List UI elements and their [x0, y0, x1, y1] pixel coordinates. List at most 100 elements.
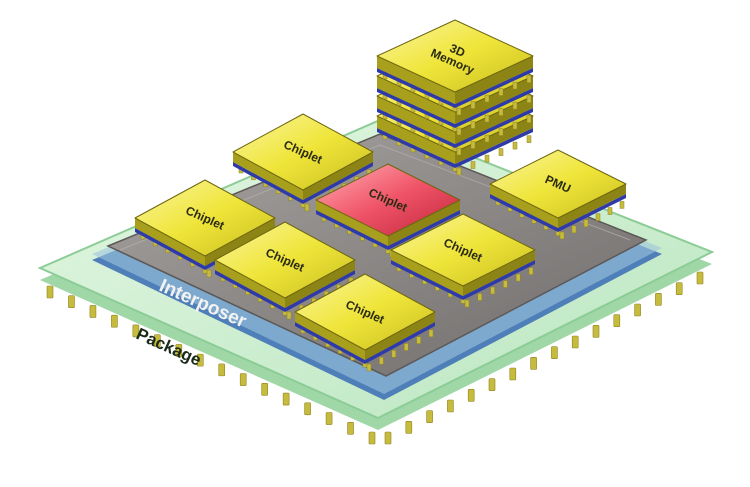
package-pin: [154, 334, 161, 347]
package-pin: [551, 346, 558, 359]
chip-side: [377, 96, 455, 144]
solder-bump: [512, 121, 518, 130]
package-pin: [509, 367, 517, 381]
solder-bump: [456, 167, 462, 176]
package-pin: [426, 410, 433, 423]
package-pin: [175, 344, 183, 357]
chip-top: [214, 221, 356, 299]
chip-layer: ChipletPMUChipletChipletChipletChipletCh…: [134, 19, 627, 372]
solder-bump: [304, 203, 310, 212]
package-pin: [368, 431, 376, 445]
package-pin: [347, 421, 354, 435]
solder-bump: [416, 336, 421, 344]
solder-bump: [484, 114, 490, 123]
package-pin: [592, 325, 600, 338]
chip-side: [316, 200, 388, 246]
package-pin: [405, 421, 413, 434]
chip-side: [135, 218, 205, 266]
solder-bump: [456, 107, 462, 116]
package-pin: [218, 363, 226, 377]
solder-bump: [490, 286, 495, 295]
solder-bump: [498, 148, 504, 156]
chip-side: [215, 260, 285, 308]
solder-bump: [477, 293, 483, 301]
chip-top: [134, 179, 276, 257]
package-pin: [655, 293, 662, 306]
chip-top: [232, 113, 374, 191]
package-pin: [325, 412, 333, 425]
chip-top: [390, 213, 536, 287]
package-pin: [675, 282, 683, 295]
solder-bump: [464, 299, 470, 308]
package-pin: [132, 324, 140, 338]
solder-bump: [619, 201, 625, 209]
package-pin: [530, 357, 537, 370]
package-pin: [196, 353, 204, 367]
solder-bump: [526, 135, 532, 143]
package-pin: [384, 431, 392, 445]
package-pin: [488, 378, 496, 391]
solder-bump: [428, 329, 434, 338]
chip-top: [376, 19, 534, 93]
chip-side: [391, 250, 463, 296]
solder-bump: [526, 115, 532, 123]
solder-bump: [456, 127, 462, 136]
solder-bump: [607, 207, 613, 215]
package-pin: [68, 295, 75, 309]
solder-bump: [571, 225, 577, 234]
memory-layer-4-label: 3D: [448, 41, 468, 60]
solder-bump: [470, 101, 476, 109]
solder-bump: [484, 94, 490, 103]
chip-top: [489, 149, 627, 219]
package-pin: [613, 314, 621, 327]
solder-bump: [470, 161, 476, 169]
package-pin: [111, 314, 118, 328]
package-pin: [89, 305, 97, 318]
solder-bump: [470, 121, 476, 129]
package-pin: [467, 389, 475, 402]
solder-bump: [526, 75, 532, 83]
solder-bump: [379, 356, 384, 365]
solder-bump: [403, 343, 409, 351]
chip-side: [455, 56, 533, 104]
chip-side: [463, 250, 535, 296]
chiplet-right: Chiplet: [390, 213, 536, 308]
pmu-chip: PMU: [489, 149, 627, 240]
solder-bump: [526, 95, 532, 103]
chip-side: [295, 312, 365, 360]
solder-bump: [484, 134, 490, 143]
solder-bump: [391, 350, 397, 358]
chip-side: [233, 152, 303, 200]
solder-bump: [484, 154, 490, 163]
chip-side: [490, 184, 558, 228]
solder-bump: [512, 141, 518, 150]
solder-bump: [286, 311, 292, 320]
package-pin: [696, 271, 704, 285]
package-pin: [447, 399, 454, 413]
chip-side: [377, 76, 455, 124]
package-pin: [239, 373, 247, 386]
solder-bump: [515, 273, 521, 282]
chiplet-middle: Chiplet: [214, 221, 356, 320]
solder-bump: [498, 88, 504, 96]
chip-side: [388, 200, 460, 246]
solder-bump: [498, 128, 504, 136]
chiplet-left: Chiplet: [134, 179, 276, 278]
solder-bump: [498, 108, 504, 116]
chip-side: [558, 184, 626, 228]
solder-bump: [366, 363, 372, 372]
package-pin: [46, 285, 54, 299]
chiplet-front: Chiplet: [294, 273, 436, 372]
package-pin: [571, 335, 579, 349]
package-pin: [634, 303, 641, 317]
chip-side: [365, 312, 435, 360]
chiplet-top: Chiplet: [232, 113, 374, 212]
package-pin: [304, 402, 311, 416]
chip-top: [294, 273, 436, 351]
package-pin: [282, 392, 290, 406]
solder-bump: [512, 81, 518, 90]
